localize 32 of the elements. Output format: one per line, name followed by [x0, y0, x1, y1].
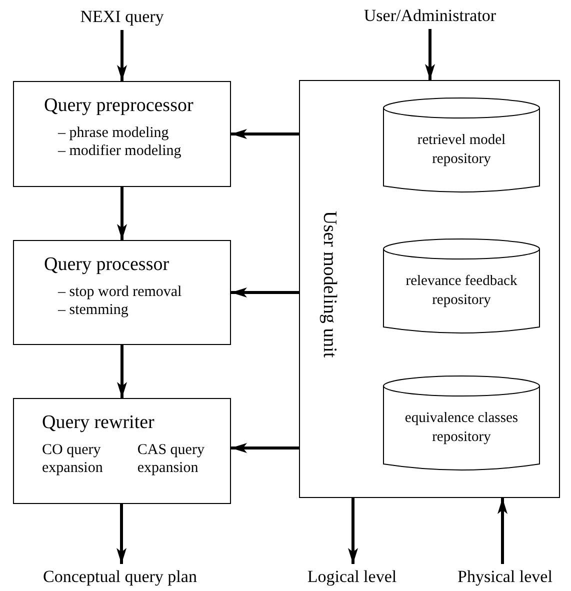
- arrow: [117, 30, 127, 81]
- flow-label: Physical level: [458, 567, 552, 587]
- box-title: Query preprocessor: [44, 94, 194, 118]
- list-item: – phrase modeling: [57, 124, 170, 142]
- repository-label: equivalence classes repository: [404, 409, 520, 447]
- process-box: [13, 81, 231, 187]
- box-title: Query rewriter: [42, 411, 156, 435]
- process-box: [13, 240, 231, 345]
- flow-label: NEXI query: [80, 7, 164, 27]
- feature-text: CO query expansion: [42, 441, 104, 477]
- feature-text: CAS query expansion: [137, 441, 206, 477]
- repository-label: relevance feedback repository: [404, 272, 518, 310]
- arrow: [231, 129, 299, 139]
- unit-box: [299, 80, 560, 498]
- unit-title: User modeling unit: [318, 211, 340, 358]
- arrow: [117, 187, 127, 240]
- arrow: [117, 345, 127, 398]
- process-box: [13, 398, 231, 504]
- flow-label: Logical level: [307, 567, 397, 587]
- arrow: [348, 498, 358, 564]
- arrow: [231, 443, 299, 453]
- repository-label: retrievel model repository: [416, 131, 507, 169]
- arrow: [116, 504, 126, 564]
- arrow: [231, 288, 299, 298]
- list-item: – modifier modeling: [57, 142, 182, 160]
- flow-label: User/Administrator: [364, 6, 496, 26]
- box-title: Query processor: [44, 253, 170, 277]
- arrow: [498, 498, 508, 564]
- flow-label: Conceptual query plan: [43, 567, 197, 587]
- arrow: [425, 29, 435, 80]
- list-item: – stop word removal: [57, 283, 183, 301]
- list-item: – stemming: [57, 301, 130, 319]
